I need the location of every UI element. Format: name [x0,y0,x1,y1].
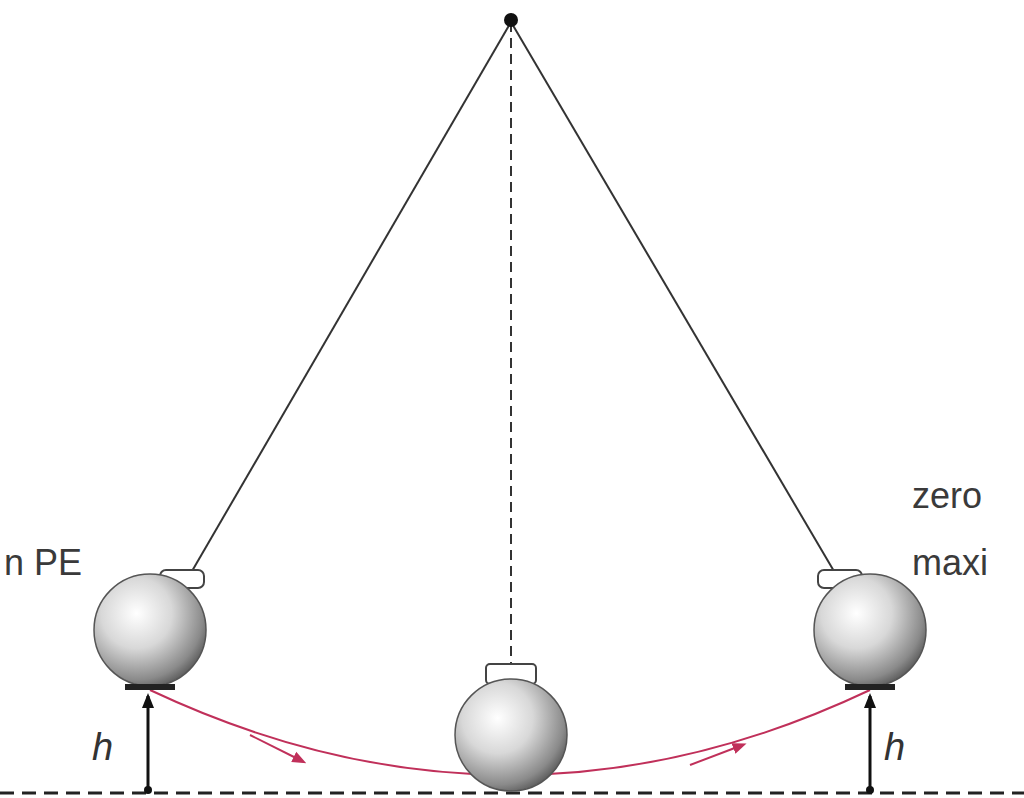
pendulum-bob [94,570,206,690]
rest-line [510,22,512,665]
height-dot [144,786,152,794]
arc-arrow [250,735,300,760]
string [188,22,511,578]
pendulum-bob [455,664,567,791]
height-arrow [869,696,872,790]
pendulum-bob [814,570,926,690]
arc-arrow [690,746,740,765]
height-label: h [884,728,905,766]
height-dot [866,786,874,794]
string [511,22,838,578]
energy-label: n PE [4,545,82,581]
energy-label: zero [912,478,982,514]
pivot [504,13,518,27]
height-arrow [147,696,150,790]
height-label: h [92,728,113,766]
energy-label: maxi [912,545,988,581]
